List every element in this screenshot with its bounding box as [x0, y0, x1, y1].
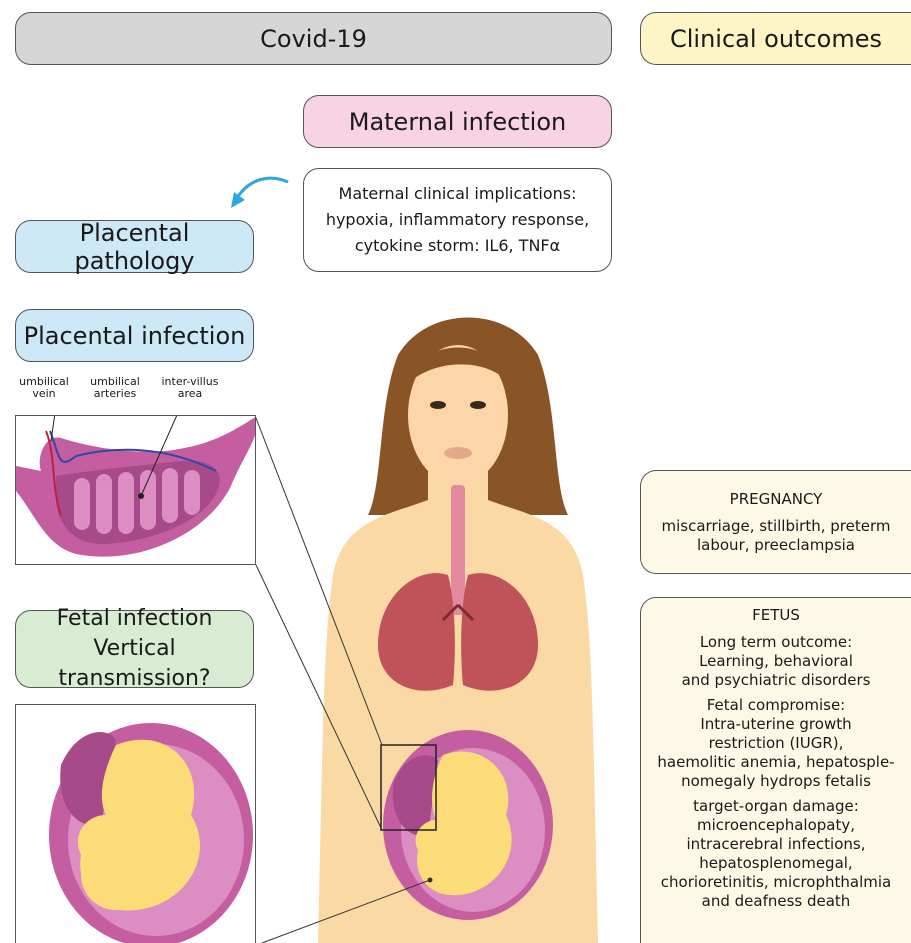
- maternal-infection-box: Maternal infection: [303, 95, 612, 148]
- placental-infection-title: Placental infection: [24, 322, 246, 350]
- placental-infection-box: Placental infection: [15, 309, 254, 362]
- fetal-infection-line: Fetal infection: [57, 604, 213, 634]
- pregnancy-box: PREGNANCY miscarriage, stillbirth, prete…: [640, 470, 911, 574]
- fetus-line: target-organ damage:: [661, 797, 891, 816]
- implications-line: cytokine storm: IL6, TNFα: [355, 233, 560, 259]
- umbilical-vein-label: umbilical vein: [14, 376, 74, 400]
- placental-pathology-box: Placental pathology: [15, 220, 254, 273]
- fetal-compromise-group: Fetal compromise: Intra-uterine growth r…: [657, 696, 894, 791]
- fetus-line: Intra-uterine growth: [657, 715, 894, 734]
- fetus-line: chorioretinitis, microphthalmia: [661, 873, 891, 892]
- long-term-outcome-group: Long term outcome: Learning, behavioral …: [682, 633, 871, 690]
- fetal-infection-line: Vertical transmission?: [16, 634, 253, 694]
- fetus-line: restriction (IUGR),: [657, 734, 894, 753]
- placenta-cross-section-icon: [16, 416, 256, 565]
- covid-title: Covid-19: [260, 25, 367, 53]
- umbilical-arteries-label: umbilical arteries: [82, 376, 148, 400]
- fetus-line: haemolitic anemia, hepatosple-: [657, 753, 894, 772]
- fetus-title: FETUS: [752, 606, 800, 625]
- placental-pathology-title: Placental pathology: [16, 219, 253, 275]
- maternal-implications-box: Maternal clinical implications: hypoxia,…: [303, 168, 612, 272]
- fetus-line: Fetal compromise:: [657, 696, 894, 715]
- label-line: arteries: [82, 388, 148, 400]
- target-organ-damage-group: target-organ damage: microencephalopaty,…: [661, 797, 891, 911]
- pregnancy-line: miscarriage, stillbirth, preterm: [662, 517, 891, 536]
- fetus-line: intracerebral infections,: [661, 835, 891, 854]
- woman-body-illustration: [278, 315, 638, 943]
- fetus-line: microencephalopaty,: [661, 816, 891, 835]
- fetus-line: hepatosplenomegal,: [661, 854, 891, 873]
- curved-arrow-icon: [225, 172, 295, 217]
- fetus-line: Long term outcome:: [682, 633, 871, 652]
- label-line: vein: [14, 388, 74, 400]
- implications-line: hypoxia, inflammatory response,: [326, 207, 589, 233]
- fetus-line: Learning, behavioral: [682, 652, 871, 671]
- maternal-infection-title: Maternal infection: [349, 108, 567, 136]
- covid-header: Covid-19: [15, 12, 612, 65]
- uterus-fetus-icon: [16, 705, 256, 943]
- clinical-outcomes-header: Clinical outcomes: [640, 12, 911, 65]
- clinical-outcomes-title: Clinical outcomes: [670, 25, 882, 53]
- pregnancy-line: labour, preeclampsia: [697, 536, 855, 555]
- fetus-outcomes-box: FETUS Long term outcome: Learning, behav…: [640, 597, 911, 943]
- fetal-infection-box: Fetal infection Vertical transmission?: [15, 610, 254, 688]
- label-line: area: [150, 388, 230, 400]
- inter-villus-label: inter-villus area: [150, 376, 230, 400]
- fetus-line: and psychiatric disorders: [682, 671, 871, 690]
- pregnancy-title: PREGNANCY: [730, 490, 823, 509]
- fetus-illustration-panel: [15, 704, 256, 943]
- fetus-line: nomegaly hydrops fetalis: [657, 772, 894, 791]
- implications-line: Maternal clinical implications:: [339, 181, 577, 207]
- placenta-illustration-panel: [15, 415, 256, 565]
- fetus-line: and deafness death: [661, 892, 891, 911]
